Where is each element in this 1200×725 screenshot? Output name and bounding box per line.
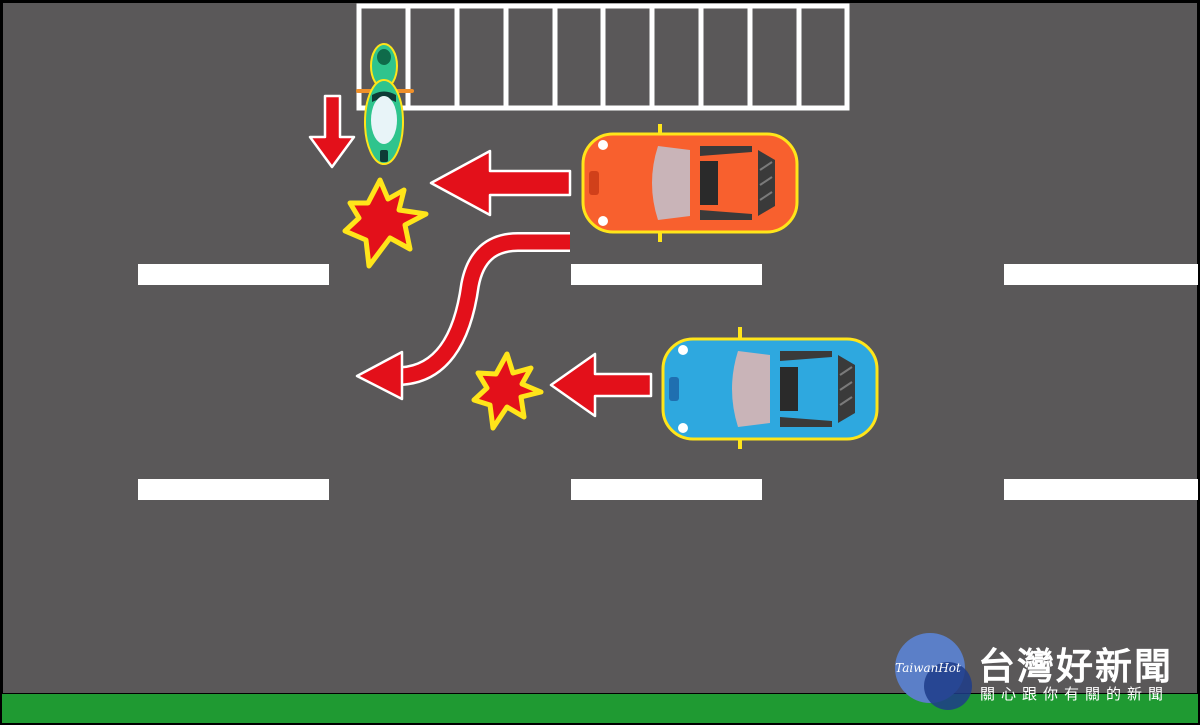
grass-strip	[2, 694, 1198, 723]
blue-car	[661, 327, 879, 449]
scooter	[356, 43, 414, 165]
crosswalk	[356, 3, 850, 111]
direction-arrow-icon	[308, 94, 653, 418]
watermark-brand-cn: 台灣好新聞	[978, 645, 1173, 688]
logo-brand-en: TaiwanHot	[895, 661, 961, 675]
lane-markings	[138, 264, 1198, 500]
taiwanhot-logo-icon: TaiwanHot	[895, 633, 972, 710]
curved-arrow-icon	[355, 232, 570, 401]
collision-burst-icon	[342, 177, 544, 431]
orange-car	[581, 124, 799, 242]
road-surface	[1, 1, 1199, 695]
watermark-tagline: 關心跟你有關的新聞	[980, 685, 1170, 703]
